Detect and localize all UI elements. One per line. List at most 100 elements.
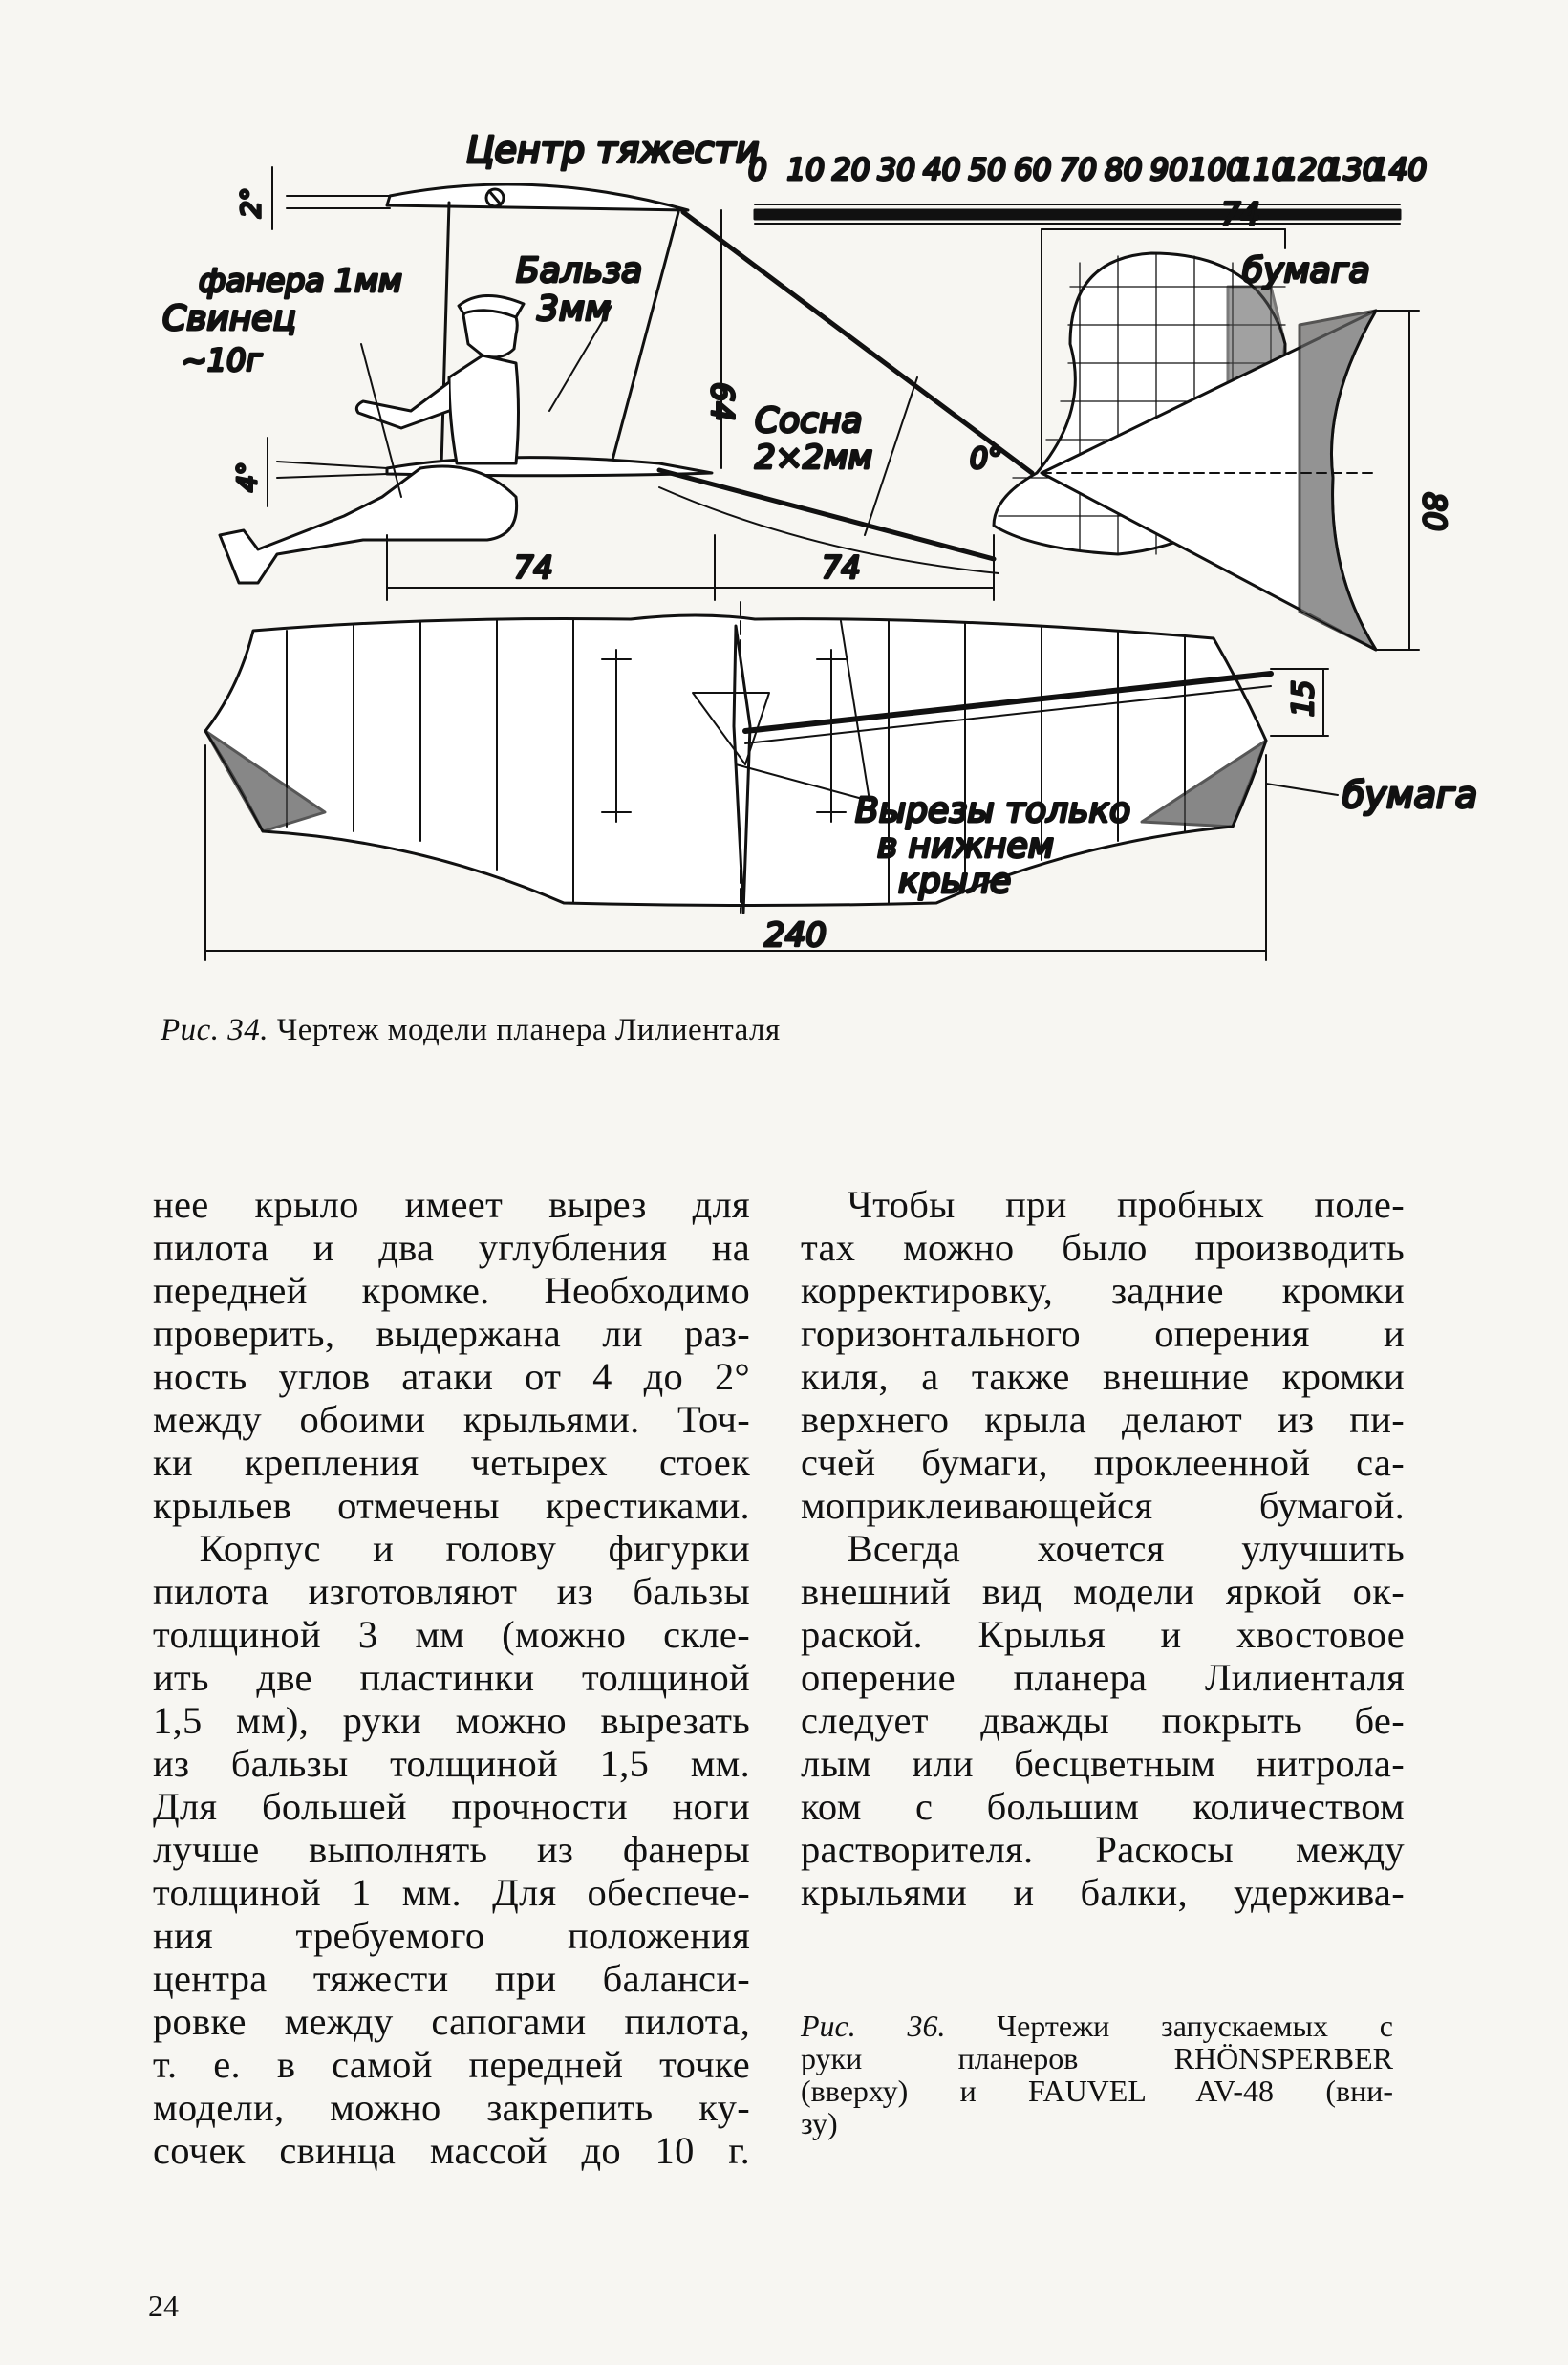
horizontal-tail xyxy=(1040,309,1378,652)
label-cuts-1: Вырезы только xyxy=(855,791,1130,830)
label-dim-64: 64 xyxy=(704,382,741,421)
text-line: ком с большим количеством xyxy=(801,1785,1405,1828)
text-line: Чтобы при пробных поле- xyxy=(847,1183,1405,1226)
text-line: толщиной 1 мм. Для обеспече- xyxy=(153,1871,750,1914)
text-line: 1,5 мм), руки можно вырезать xyxy=(153,1699,750,1742)
scale-tick-label: 140 xyxy=(1370,153,1427,187)
text-line: сочек свинца массой до 10 г. xyxy=(153,2129,750,2172)
scale-tick-label: 100 xyxy=(1189,153,1245,187)
text-line: горизонтального оперения и xyxy=(801,1312,1405,1355)
label-pine: Сосна xyxy=(755,401,863,441)
label-angle-0: 0° xyxy=(970,442,1002,476)
lower-boom xyxy=(656,467,997,562)
text-line: раской. Крылья и хвостовое xyxy=(801,1613,1405,1656)
text-line: верхнего крыла делают из пи- xyxy=(801,1398,1405,1441)
text-line: между обоими крыльями. Точ- xyxy=(153,1398,750,1441)
scale-tick-label: 80 xyxy=(1105,153,1142,187)
text-line: оперение планера Лилиенталя xyxy=(801,1656,1405,1699)
scale-tick-label: 120 xyxy=(1279,153,1336,187)
top-view xyxy=(204,601,1339,961)
text-line: модели, можно закрепить ку- xyxy=(153,2086,750,2129)
text-line: ки крепления четырех стоек xyxy=(153,1441,750,1484)
label-pine-size: 2×2мм xyxy=(755,439,872,477)
scale-tick-label: 30 xyxy=(878,153,915,187)
label-balsa-thickness: 3мм xyxy=(537,290,611,329)
text-line: ния требуемого положения xyxy=(153,1914,750,1957)
scale-bar xyxy=(753,204,1402,225)
caption-label: Рис. 36. xyxy=(801,2009,998,2043)
text-line: проверить, выдержана ли раз- xyxy=(153,1312,750,1355)
upper-boom xyxy=(680,209,1035,476)
scale-tick-label: 10 xyxy=(787,153,825,187)
caption-line: руки планеров RHÖNSPERBER xyxy=(801,2041,1393,2075)
text-line: счей бумаги, проклеенной са- xyxy=(801,1441,1405,1484)
right-column: Чтобы при пробных поле-тах можно было пр… xyxy=(801,1183,1405,1914)
scale-tick-label: 90 xyxy=(1150,153,1188,187)
figure-34-caption: Рис. 34. Чертеж модели планера Лилиентал… xyxy=(161,1013,781,1048)
label-plywood: фанера 1мм xyxy=(199,262,402,299)
scale-tick-label: 50 xyxy=(969,153,1006,187)
text-line: тах можно было производить xyxy=(801,1226,1405,1269)
scale-tick-label: 40 xyxy=(923,153,960,187)
label-dim-15: 15 xyxy=(1287,680,1321,717)
text-line: нее крыло имеет вырез для xyxy=(153,1183,750,1226)
text-line: лым или бесцветным нитрола- xyxy=(801,1742,1405,1785)
label-angle-4: 4° xyxy=(231,462,263,492)
text-line: т. е. в самой передней точке xyxy=(153,2043,750,2086)
caption-label: Рис. 34. xyxy=(161,1013,269,1047)
text-line: Для большей прочности ноги xyxy=(153,1785,750,1828)
scale-tick-label: 110 xyxy=(1235,153,1291,187)
side-view xyxy=(218,166,1420,652)
scale-tick-label: 0 xyxy=(748,153,767,187)
text-line: киля, а также внешние кромки xyxy=(801,1355,1405,1398)
text-line: корректировку, задние кромки xyxy=(801,1269,1405,1312)
label-dim-74-top: 74 xyxy=(1221,196,1260,232)
upper-wing xyxy=(385,183,690,212)
label-dim-80: 80 xyxy=(1416,492,1452,531)
label-lead: Свинец xyxy=(162,299,296,338)
page-number: 24 xyxy=(148,2289,179,2323)
text-line: из бальзы толщиной 1,5 мм. xyxy=(153,1742,750,1785)
text-line: толщиной 3 мм (можно скле- xyxy=(153,1613,750,1656)
paragraph: Чтобы при пробных поле-тах можно было пр… xyxy=(801,1183,1405,1527)
text-line: растворителя. Раскосы между xyxy=(801,1828,1405,1871)
text-line: Корпус и голову фигурки xyxy=(199,1527,750,1570)
label-dim-240: 240 xyxy=(764,916,827,955)
text-line: внешний вид модели яркой ок- xyxy=(801,1570,1405,1613)
label-paper-top: бумага xyxy=(1242,251,1370,290)
label-dim-74-right: 74 xyxy=(822,549,861,586)
pilot-figure xyxy=(218,294,526,585)
label-balsa: Бальза xyxy=(516,251,642,290)
label-angle-2: 2° xyxy=(235,187,267,218)
text-line: моприклеивающейся бумагой. xyxy=(801,1484,1405,1527)
label-cuts-2: в нижнем xyxy=(877,827,1054,866)
scale-tick-label: 130 xyxy=(1325,153,1382,187)
label-paper-right: бумага xyxy=(1342,774,1477,816)
scale-tick-label: 60 xyxy=(1014,153,1051,187)
text-line: лучше выполнять из фанеры xyxy=(153,1828,750,1871)
text-line: крыльев отмечены крестиками. xyxy=(153,1484,750,1527)
text-line: ровке между сапогами пилота, xyxy=(153,2000,750,2043)
label-cg: Центр тяжести xyxy=(466,129,759,171)
caption-line: Рис. 36. Чертежи запускаемых с xyxy=(801,2010,1393,2042)
scale-tick-label: 70 xyxy=(1060,153,1097,187)
text-line: пилота изготовляют из бальзы xyxy=(153,1570,750,1613)
text-line: ность углов атаки от 4 до 2° xyxy=(153,1355,750,1398)
caption-text: Чертеж модели планера Лилиенталя xyxy=(276,1013,781,1047)
label-cuts-3: крыле xyxy=(898,862,1011,901)
label-lead-mass: ~10г xyxy=(182,342,263,378)
text-line: крыльями и балки, удержива- xyxy=(801,1871,1405,1914)
text-line: ить две пластинки толщиной xyxy=(153,1656,750,1699)
label-dim-74-left: 74 xyxy=(514,549,553,586)
caption-line: зу) xyxy=(801,2106,838,2140)
text-line: пилота и два углубления на xyxy=(153,1226,750,1269)
text-line: центра тяжести при баланси- xyxy=(153,1957,750,2000)
scale-tick-label: 20 xyxy=(832,153,870,187)
